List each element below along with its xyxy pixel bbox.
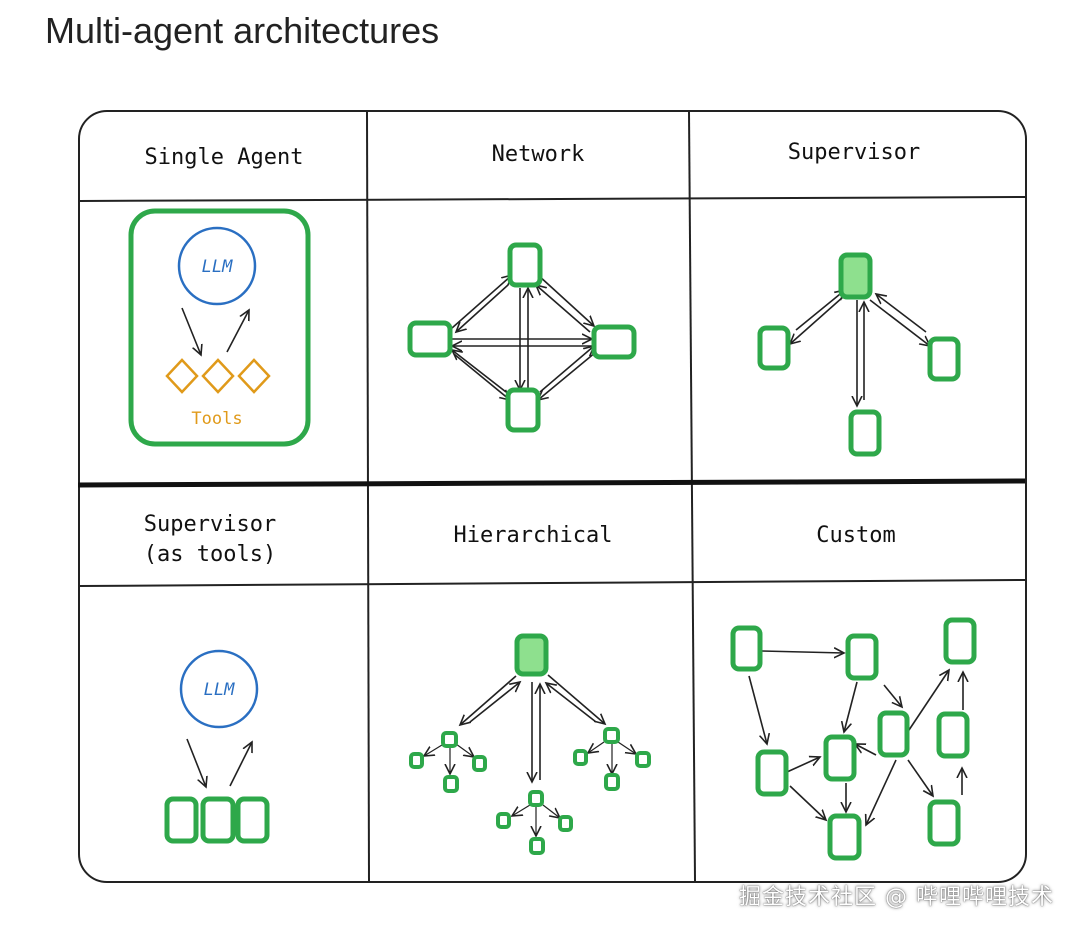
custom-agent-4 — [877, 710, 910, 758]
sub-agent-left — [757, 325, 791, 371]
llm-label: LLM — [202, 257, 233, 277]
custom-agent-8 — [927, 799, 961, 847]
custom-agent-6 — [823, 734, 857, 782]
llm-label-2: LLM — [204, 680, 235, 700]
network-agent-right — [591, 324, 637, 360]
sub-agent-right — [927, 336, 961, 382]
network-diagram — [407, 242, 637, 433]
hierarchical-diagram — [409, 633, 651, 855]
custom-agent-9 — [827, 813, 862, 861]
cluster-center — [496, 790, 573, 855]
network-agent-left — [407, 320, 453, 358]
cluster-right — [573, 727, 651, 791]
supervisor-agent — [838, 252, 873, 300]
grid-frame — [78, 110, 1027, 883]
cell-title-network: Network — [492, 142, 585, 167]
cluster-left — [409, 731, 487, 793]
custom-agent-1 — [730, 625, 763, 672]
agent-tool-3 — [235, 796, 270, 844]
custom-diagram — [730, 617, 977, 861]
custom-agent-2 — [845, 633, 879, 681]
watermark: 掘金技术社区 @ 哔哩哔哩技术 — [739, 885, 1054, 910]
agent-tool-1 — [164, 796, 199, 844]
agent-boundary — [128, 208, 311, 447]
cell-title-supervisor-tools-line1: Supervisor — [144, 512, 276, 537]
sub-agent-bottom — [848, 409, 882, 457]
cell-title-supervisor-tools-line2: (as tools) — [144, 542, 276, 567]
cell-title-hierarchical: Hierarchical — [454, 523, 613, 548]
network-agent-bottom — [505, 387, 541, 433]
supervisor-tools-diagram: LLM — [164, 649, 270, 844]
llm-circle — [177, 226, 257, 306]
network-agent-top — [507, 242, 543, 288]
cell-title-custom: Custom — [816, 523, 895, 548]
tools-label: Tools — [191, 409, 242, 429]
top-supervisor — [514, 633, 549, 677]
tools-diamonds — [165, 358, 271, 394]
cell-title-single-agent: Single Agent — [145, 145, 304, 170]
single-agent-diagram: LLM Tools — [128, 208, 311, 447]
agent-tool-2 — [200, 796, 236, 844]
custom-agent-7 — [755, 749, 789, 797]
custom-agent-5 — [936, 711, 970, 759]
custom-agent-3 — [943, 617, 977, 665]
page-title: Multi-agent architectures — [45, 10, 440, 51]
supervisor-diagram — [757, 252, 961, 457]
cell-title-supervisor: Supervisor — [788, 140, 920, 165]
llm-circle-2 — [179, 649, 259, 729]
